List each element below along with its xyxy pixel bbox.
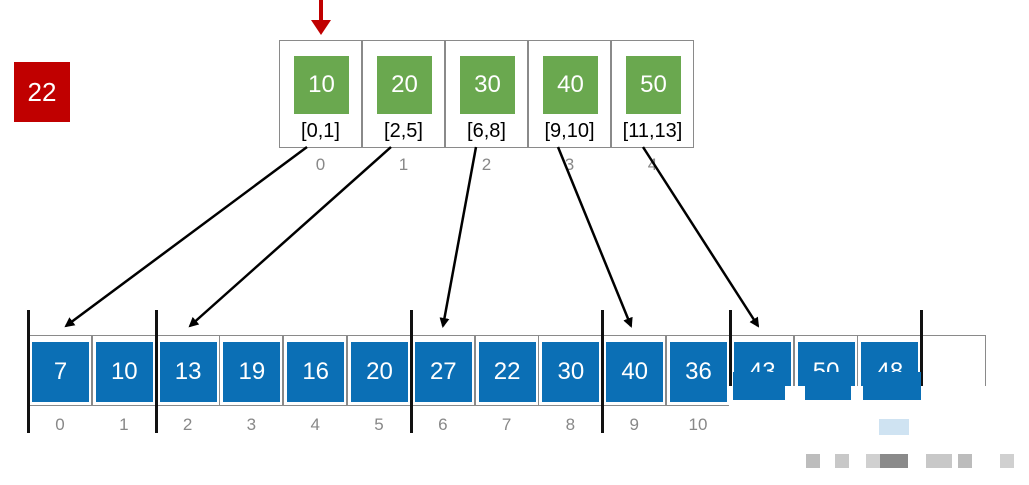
index-position: 4 xyxy=(647,155,658,174)
array-cell: 27 xyxy=(410,335,475,406)
array-cell: 20 xyxy=(347,335,411,406)
array-cell-tail xyxy=(805,372,851,400)
index-position: 1 xyxy=(398,155,409,174)
index-entry: 20 [2,5] xyxy=(362,40,445,148)
array-value: 7 xyxy=(32,342,89,402)
index-position: 3 xyxy=(564,155,575,174)
watermark-block xyxy=(806,454,820,468)
array-value: 22 xyxy=(478,342,536,402)
arrow-index-3 xyxy=(556,146,633,328)
watermark-block xyxy=(926,454,952,468)
segment-divider xyxy=(410,310,413,433)
index-range: [6,8] xyxy=(467,120,506,142)
watermark-block xyxy=(958,454,972,468)
index-position: 2 xyxy=(481,155,492,174)
array-cell-tail xyxy=(733,372,785,400)
array-position: 6 xyxy=(438,415,448,434)
array-cell: 30 xyxy=(538,335,603,406)
index-entry: 10 [0,1] xyxy=(279,40,362,148)
arrow-index-0 xyxy=(64,145,308,328)
segment-divider xyxy=(155,310,158,433)
array-value: 20 xyxy=(351,342,408,402)
array-position: 7 xyxy=(501,415,512,434)
array-cell: 10 xyxy=(91,335,156,406)
index-range: [0,1] xyxy=(301,120,340,142)
index-range: [2,5] xyxy=(384,120,423,142)
array-cell: 13 xyxy=(155,335,220,406)
array-position: 4 xyxy=(310,415,320,434)
index-key: 20 xyxy=(377,56,432,114)
array-value: 16 xyxy=(287,342,345,402)
search-key-badge: 22 xyxy=(14,62,70,122)
arrow-index-4 xyxy=(641,146,760,328)
array-position: 9 xyxy=(629,415,639,434)
arrow-index-2 xyxy=(439,146,478,328)
search-key-value: 22 xyxy=(27,76,57,107)
watermark-mask xyxy=(729,386,1029,485)
array-position: 10 xyxy=(688,415,708,434)
array-position: 0 xyxy=(55,415,65,434)
array-value: 30 xyxy=(542,342,600,402)
index-key: 50 xyxy=(626,56,681,114)
array-value: 13 xyxy=(159,342,217,402)
array-position: 3 xyxy=(246,415,257,434)
array-value: 27 xyxy=(414,342,472,402)
index-key: 10 xyxy=(294,56,349,114)
array-value: 10 xyxy=(95,342,153,402)
array-position: 8 xyxy=(565,415,576,434)
index-key: 30 xyxy=(460,56,515,114)
segment-divider xyxy=(729,310,732,433)
index-entry: 50 [11,13] xyxy=(611,40,694,148)
array-position: 1 xyxy=(119,415,129,434)
segment-divider xyxy=(920,310,923,390)
watermark-block xyxy=(1000,454,1014,468)
watermark-block xyxy=(880,454,908,468)
segment-divider xyxy=(27,310,30,433)
array-cell: 16 xyxy=(283,335,348,406)
array-cell: 36 xyxy=(666,335,730,406)
arrow-index-1 xyxy=(188,146,392,328)
array-value: 36 xyxy=(670,342,727,402)
watermark-block xyxy=(866,454,880,468)
array-cell: 40 xyxy=(602,335,667,406)
array-position: 2 xyxy=(182,415,193,434)
watermark-block xyxy=(835,454,849,468)
array-cell: 22 xyxy=(474,335,539,406)
search-pointer-arrow xyxy=(311,0,331,35)
array-cell: 7 xyxy=(28,335,92,406)
segment-divider xyxy=(601,310,604,433)
array-position: 5 xyxy=(374,415,384,434)
array-value: 19 xyxy=(223,342,281,402)
index-range: [9,10] xyxy=(544,120,595,142)
index-entry: 30 [6,8] xyxy=(445,40,528,148)
index-range: [11,13] xyxy=(622,120,683,142)
array-cell: 19 xyxy=(219,335,284,406)
watermark-block xyxy=(879,419,909,435)
index-key: 40 xyxy=(543,56,598,114)
array-cell-tail xyxy=(863,372,921,400)
index-entry: 40 [9,10] xyxy=(528,40,611,148)
index-position: 0 xyxy=(315,155,326,174)
array-value: 40 xyxy=(606,342,664,402)
